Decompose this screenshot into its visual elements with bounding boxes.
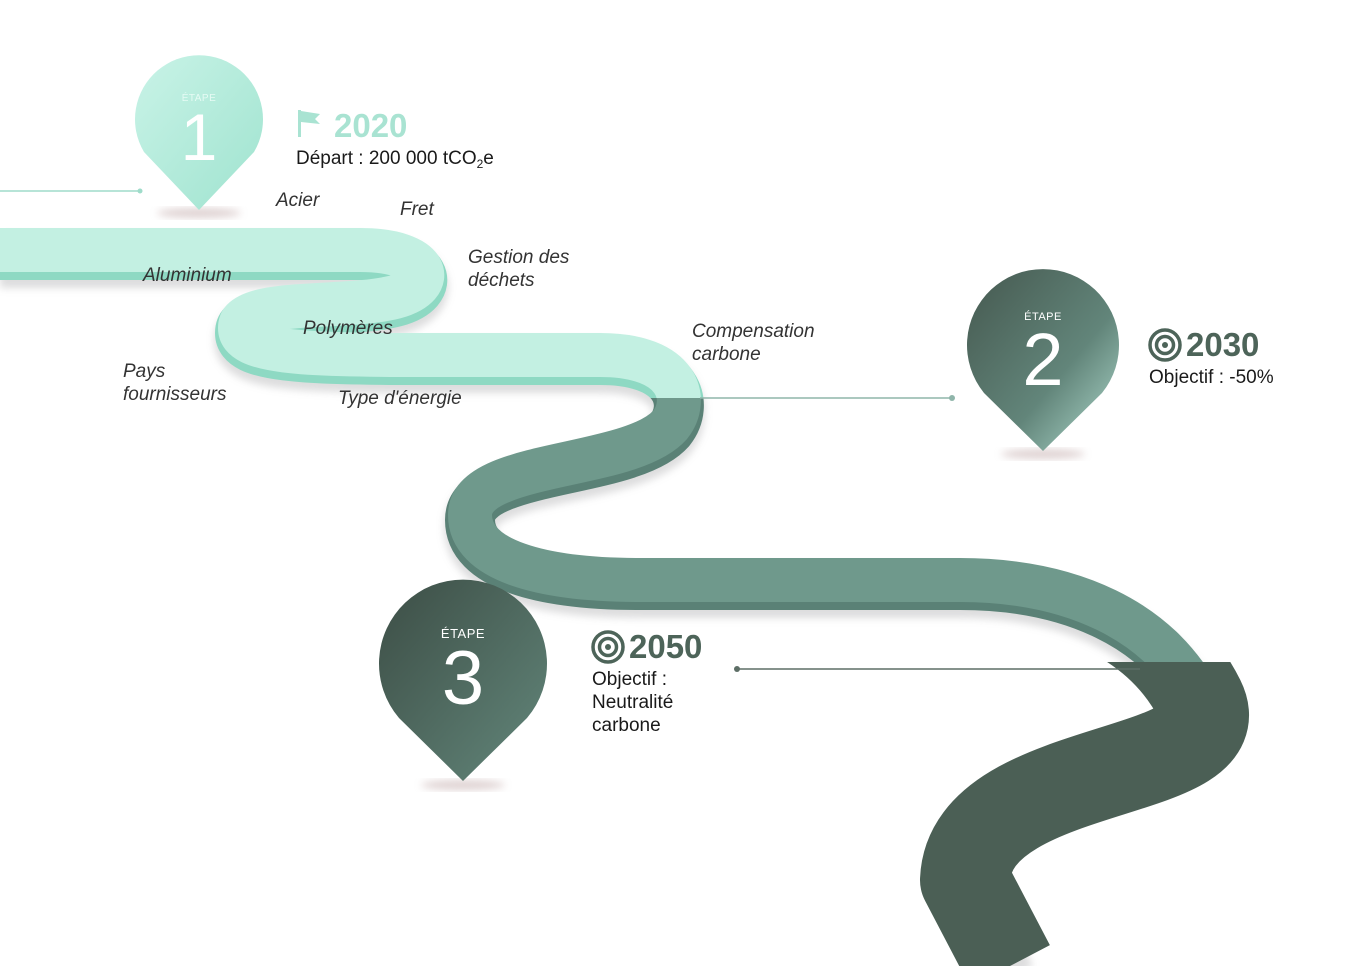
stage-number: 1 bbox=[180, 100, 218, 174]
pin-shadow-stage-2 bbox=[1001, 449, 1085, 459]
description-suffix: e bbox=[483, 148, 494, 169]
lever-label-acier: Acier bbox=[276, 189, 319, 212]
stage-number: 3 bbox=[441, 636, 485, 721]
pin-label-stage-2: ÉTAPE 2 bbox=[1003, 311, 1083, 397]
lever-label-aluminium: Aluminium bbox=[143, 264, 232, 287]
pin-marker-stage-1 bbox=[135, 55, 263, 211]
pin-label-stage-3: ÉTAPE 3 bbox=[418, 626, 508, 717]
road bbox=[0, 228, 1249, 966]
etape-label: ÉTAPE bbox=[440, 626, 486, 641]
lever-label-line: Gestion des bbox=[468, 247, 570, 268]
connector-lines bbox=[0, 188, 1140, 672]
lever-label-compensation-carbone: Compensation carbone bbox=[692, 320, 815, 366]
description-line: Objectif : bbox=[592, 669, 667, 690]
etape-label: ÉTAPE bbox=[181, 93, 217, 104]
lever-label-type-energie: Type d'énergie bbox=[338, 387, 462, 410]
pin-marker-stage-3 bbox=[379, 579, 547, 781]
lever-label-line: carbone bbox=[692, 344, 761, 365]
target-icon bbox=[591, 630, 625, 664]
description-sub: 2 bbox=[476, 157, 484, 171]
lever-label-line: déchets bbox=[468, 270, 535, 291]
stage-2-description: Objectif : -50% bbox=[1149, 366, 1274, 389]
lever-label-fret: Fret bbox=[400, 198, 434, 221]
stage-2-year: 2030 bbox=[1186, 326, 1260, 363]
lever-label-line: Compensation bbox=[692, 321, 815, 342]
road-segment-mid bbox=[0, 398, 1226, 662]
connector-dot-stage-2 bbox=[949, 395, 955, 401]
stage-1-description: Départ : 200 000 tCO2e bbox=[296, 147, 494, 170]
lever-label-line: Aluminium bbox=[143, 265, 232, 286]
lever-label-line: Fret bbox=[400, 199, 434, 220]
stage-3-description: Objectif : Neutralité carbone bbox=[592, 668, 673, 737]
connector-dot-stage-3 bbox=[734, 666, 740, 672]
road-segment-dark bbox=[920, 662, 1249, 966]
connector-dot-stage-1 bbox=[137, 188, 143, 194]
lever-label-line: fournisseurs bbox=[123, 384, 227, 405]
stage-number: 2 bbox=[1022, 318, 1064, 401]
target-icon bbox=[1148, 328, 1182, 362]
description-line: Objectif : -50% bbox=[1149, 367, 1274, 388]
pin-shadow-stage-1 bbox=[157, 208, 241, 218]
road-segment-mint bbox=[0, 228, 701, 398]
lever-label-line: Acier bbox=[276, 190, 320, 211]
description-line: carbone bbox=[592, 715, 661, 736]
pin-marker-stage-2 bbox=[967, 269, 1119, 451]
description-prefix: Départ : 200 000 tCO bbox=[296, 148, 477, 169]
stage-3-year: 2050 bbox=[629, 628, 703, 665]
lever-label-gestion-des-dechets: Gestion des déchets bbox=[468, 246, 569, 292]
etape-label: ÉTAPE bbox=[1024, 311, 1062, 323]
lever-label-pays-fournisseurs: Pays fournisseurs bbox=[123, 360, 227, 406]
lever-label-line: Polymères bbox=[303, 318, 393, 339]
lever-label-line: Pays bbox=[123, 361, 166, 382]
lever-label-line: Type d'énergie bbox=[338, 388, 462, 409]
lever-label-polymeres: Polymères bbox=[303, 317, 393, 340]
stage-1-year: 2020 bbox=[334, 107, 408, 144]
pin-shadow-stage-3 bbox=[421, 780, 505, 790]
pin-label-stage-1: ÉTAPE 1 bbox=[159, 93, 239, 170]
description-line: Neutralité bbox=[592, 692, 674, 713]
flag-icon bbox=[298, 110, 320, 137]
